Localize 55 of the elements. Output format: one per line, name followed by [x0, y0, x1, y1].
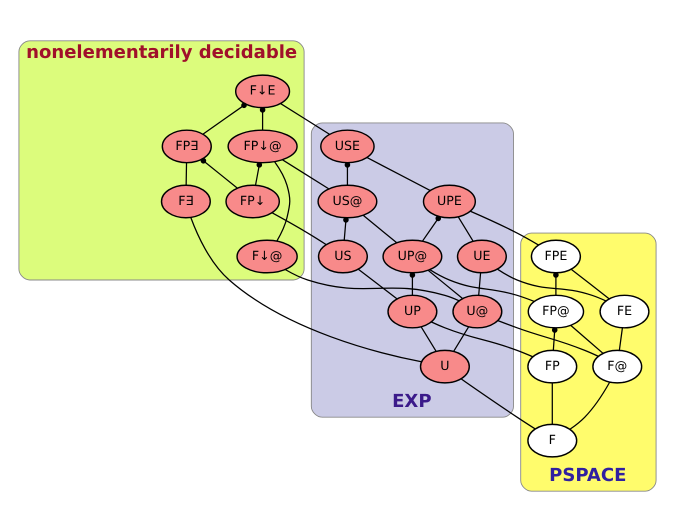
node-ellipse: FP↓@: [227, 128, 298, 163]
node-ellipse: UP@: [382, 239, 442, 273]
connector: [453, 326, 470, 352]
connector: [358, 268, 398, 299]
node-ellipse: U: [420, 349, 470, 384]
connector: [285, 268, 460, 301]
connector: [343, 216, 349, 240]
connector: [200, 157, 238, 188]
node-ellipse: UP: [387, 294, 438, 328]
node-ellipse: US@: [317, 184, 378, 218]
connector: [570, 382, 610, 430]
connector: [344, 162, 350, 185]
node-ellipse: F@: [592, 349, 642, 384]
node-ellipse: F∃: [160, 184, 211, 218]
connector: [498, 320, 598, 356]
node-ellipse: UE: [456, 239, 507, 273]
connector: [430, 268, 534, 302]
connector: [280, 102, 330, 134]
node-ellipse: USE: [320, 128, 375, 163]
connector: [428, 269, 463, 298]
node-ellipse: FP↓: [225, 184, 280, 218]
connector: [362, 214, 397, 243]
connector: [553, 272, 559, 295]
connector: [420, 326, 437, 352]
connector: [410, 272, 416, 295]
connector: [552, 382, 553, 424]
connector: [460, 378, 536, 429]
connector: [274, 160, 290, 241]
connector: [366, 156, 430, 191]
node-ellipse: U@: [452, 294, 502, 328]
connector: [618, 327, 624, 350]
connector: [186, 162, 188, 185]
node-ellipse: FE: [599, 294, 650, 328]
connector: [552, 326, 558, 350]
connector: [571, 268, 610, 299]
connector: [470, 210, 539, 245]
connector: [478, 272, 482, 295]
connector: [422, 215, 442, 241]
connector: [272, 212, 327, 245]
connector: [570, 324, 604, 354]
connector: [458, 216, 474, 241]
connector: [282, 158, 329, 189]
node-ellipse: FP@: [528, 294, 584, 328]
node-ellipse: F: [527, 423, 578, 458]
connector: [254, 162, 262, 185]
node-ellipse: F↓@: [236, 239, 298, 273]
node-ellipse: FPE: [530, 239, 582, 273]
connector: [190, 216, 422, 362]
node-ellipse: US: [318, 239, 368, 273]
node-ellipse: UPE: [422, 184, 476, 218]
connector: [202, 102, 247, 134]
connector: [431, 320, 533, 357]
connector: [497, 268, 606, 302]
connector: [260, 106, 266, 130]
node-ellipse: FP: [527, 349, 578, 384]
